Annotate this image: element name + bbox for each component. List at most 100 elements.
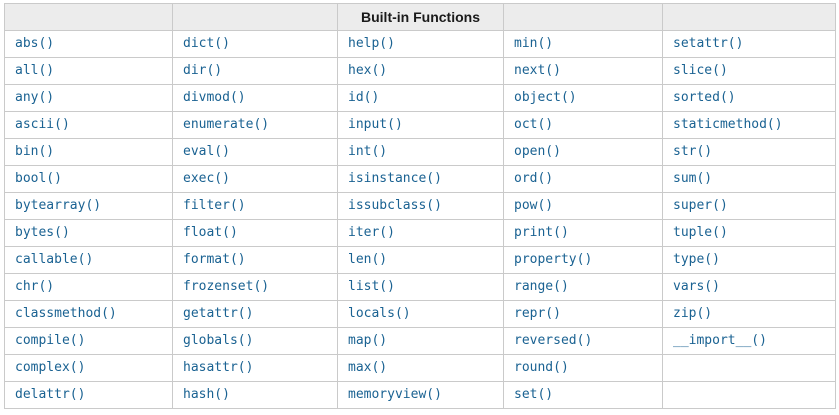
function-link[interactable]: frozenset() — [183, 279, 270, 294]
function-cell: getattr() — [172, 300, 338, 328]
function-link[interactable]: callable() — [15, 252, 94, 267]
header-cell-empty — [172, 3, 338, 31]
function-cell: compile() — [4, 327, 173, 355]
function-link[interactable]: float() — [183, 225, 238, 240]
function-cell: print() — [503, 219, 663, 247]
function-link[interactable]: enumerate() — [183, 117, 270, 132]
function-cell: object() — [503, 84, 663, 112]
function-cell: hex() — [337, 57, 504, 85]
function-link[interactable]: set() — [514, 387, 554, 402]
function-cell: frozenset() — [172, 273, 338, 301]
function-link[interactable]: getattr() — [183, 306, 254, 321]
function-link[interactable]: open() — [514, 144, 561, 159]
function-cell: map() — [337, 327, 504, 355]
function-link[interactable]: __import__() — [673, 333, 767, 348]
function-link[interactable]: repr() — [514, 306, 561, 321]
function-cell: locals() — [337, 300, 504, 328]
function-link[interactable]: len() — [348, 252, 388, 267]
function-link[interactable]: next() — [514, 63, 561, 78]
table-header-row: Built-in Functions — [4, 3, 836, 31]
header-cell-empty — [503, 3, 663, 31]
function-cell: pow() — [503, 192, 663, 220]
function-link[interactable]: super() — [673, 198, 728, 213]
function-link[interactable]: isinstance() — [348, 171, 442, 186]
function-link[interactable]: print() — [514, 225, 569, 240]
function-cell: set() — [503, 381, 663, 409]
function-link[interactable]: bin() — [15, 144, 55, 159]
table-row: bool() exec() isinstance() ord() sum() — [4, 165, 836, 193]
function-link[interactable]: map() — [348, 333, 388, 348]
function-cell: property() — [503, 246, 663, 274]
function-link[interactable]: bool() — [15, 171, 62, 186]
function-link[interactable]: ascii() — [15, 117, 70, 132]
function-link[interactable]: bytes() — [15, 225, 70, 240]
function-link[interactable]: tuple() — [673, 225, 728, 240]
function-link[interactable]: bytearray() — [15, 198, 102, 213]
function-link[interactable]: input() — [348, 117, 403, 132]
function-link[interactable]: complex() — [15, 360, 86, 375]
function-link[interactable]: ord() — [514, 171, 554, 186]
function-cell: tuple() — [662, 219, 836, 247]
function-link[interactable]: property() — [514, 252, 593, 267]
table-row: delattr() hash() memoryview() set() — [4, 381, 836, 409]
function-link[interactable]: object() — [514, 90, 577, 105]
function-link[interactable]: any() — [15, 90, 55, 105]
function-link[interactable]: issubclass() — [348, 198, 442, 213]
function-link[interactable]: slice() — [673, 63, 728, 78]
function-link[interactable]: abs() — [15, 36, 55, 51]
function-link[interactable]: zip() — [673, 306, 713, 321]
function-link[interactable]: format() — [183, 252, 246, 267]
function-link[interactable]: min() — [514, 36, 554, 51]
function-cell: filter() — [172, 192, 338, 220]
function-link[interactable]: hasattr() — [183, 360, 254, 375]
function-link[interactable]: dir() — [183, 63, 223, 78]
function-link[interactable]: all() — [15, 63, 55, 78]
function-link[interactable]: setattr() — [673, 36, 744, 51]
function-link[interactable]: classmethod() — [15, 306, 117, 321]
function-link[interactable]: id() — [348, 90, 380, 105]
table-row: bin() eval() int() open() str() — [4, 138, 836, 166]
function-link[interactable]: iter() — [348, 225, 395, 240]
function-link[interactable]: memoryview() — [348, 387, 442, 402]
function-cell: max() — [337, 354, 504, 382]
function-cell: globals() — [172, 327, 338, 355]
function-cell: enumerate() — [172, 111, 338, 139]
function-link[interactable]: help() — [348, 36, 395, 51]
function-link[interactable]: round() — [514, 360, 569, 375]
function-link[interactable]: reversed() — [514, 333, 593, 348]
function-link[interactable]: dict() — [183, 36, 230, 51]
function-link[interactable]: hex() — [348, 63, 388, 78]
function-link[interactable]: locals() — [348, 306, 411, 321]
function-link[interactable]: staticmethod() — [673, 117, 783, 132]
function-cell: sum() — [662, 165, 836, 193]
function-cell: input() — [337, 111, 504, 139]
function-link[interactable]: type() — [673, 252, 720, 267]
function-link[interactable]: exec() — [183, 171, 230, 186]
function-cell: reversed() — [503, 327, 663, 355]
function-link[interactable]: eval() — [183, 144, 230, 159]
table-row: any() divmod() id() object() sorted() — [4, 84, 836, 112]
function-link[interactable]: delattr() — [15, 387, 86, 402]
function-link[interactable]: list() — [348, 279, 395, 294]
function-link[interactable]: hash() — [183, 387, 230, 402]
function-cell: open() — [503, 138, 663, 166]
function-link[interactable]: divmod() — [183, 90, 246, 105]
function-cell: iter() — [337, 219, 504, 247]
function-link[interactable]: int() — [348, 144, 388, 159]
function-link[interactable]: oct() — [514, 117, 554, 132]
function-link[interactable]: compile() — [15, 333, 86, 348]
function-cell: dict() — [172, 30, 338, 58]
function-link[interactable]: range() — [514, 279, 569, 294]
function-link[interactable]: sum() — [673, 171, 713, 186]
function-link[interactable]: globals() — [183, 333, 254, 348]
function-link[interactable]: filter() — [183, 198, 246, 213]
function-link[interactable]: chr() — [15, 279, 55, 294]
function-link[interactable]: max() — [348, 360, 388, 375]
function-link[interactable]: sorted() — [673, 90, 736, 105]
function-cell: hash() — [172, 381, 338, 409]
function-link[interactable]: str() — [673, 144, 713, 159]
function-link[interactable]: pow() — [514, 198, 554, 213]
function-cell: float() — [172, 219, 338, 247]
function-link[interactable]: vars() — [673, 279, 720, 294]
